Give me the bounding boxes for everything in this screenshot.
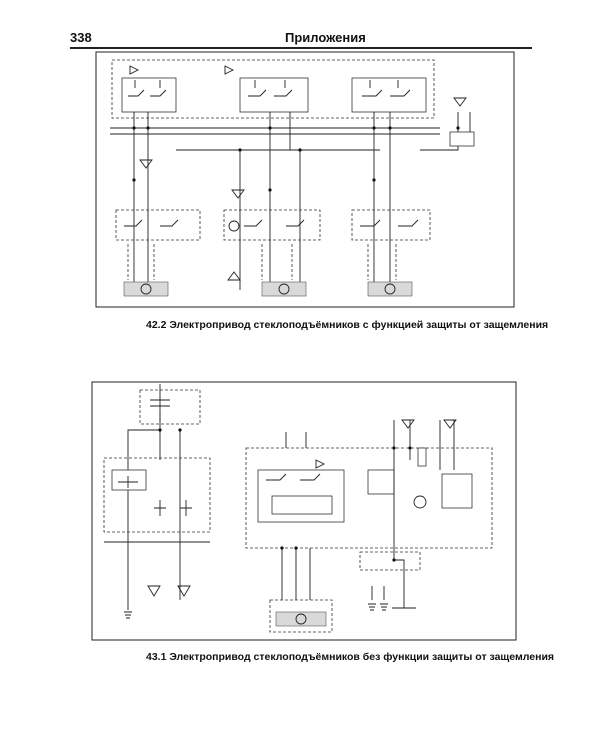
- driver-window-motor: [275, 611, 327, 627]
- auto-mode-block: [271, 495, 333, 515]
- signal-arrow-icons: [129, 65, 467, 107]
- ground-icons-bottom: [147, 585, 191, 597]
- junction-block-window-relay: [103, 457, 211, 533]
- door-switch-front-right: [223, 209, 321, 241]
- door-switch-rear-right: [351, 209, 431, 241]
- window-relay: [111, 469, 147, 491]
- ground-icons-bottom-center: [368, 603, 388, 611]
- main-switch-panel-enclosure: [111, 59, 435, 119]
- switch-rear-right: [351, 77, 427, 113]
- motor-rear-right: [367, 281, 413, 297]
- wire-trunks-bottom-center: [281, 420, 455, 609]
- connector-box-right: [449, 131, 475, 147]
- door-switch-rear-left: [115, 209, 201, 241]
- signal-arrow-icons-2: [139, 159, 245, 281]
- section-title: Приложения: [285, 30, 366, 45]
- diagram-top-caption: 42.2 Электропривод стеклоподъёмников с ф…: [146, 319, 549, 331]
- header-rule: [70, 47, 532, 49]
- motor-icon-driver: [295, 613, 307, 625]
- driver-window-motor-enclosure: [269, 599, 333, 633]
- diagram-bottom: [91, 381, 517, 641]
- junction-dots-top: [132, 126, 460, 192]
- driver-switch-panel-enclosure: [245, 447, 493, 549]
- single-touch-switch: [367, 469, 395, 495]
- lock-switch: [441, 473, 473, 509]
- diagram-bottom-caption: 43.1 Электропривод стеклоподъёмников без…: [146, 651, 555, 663]
- wire-trunks-top: [133, 112, 471, 290]
- signal-arrow-icons-3: [315, 419, 457, 469]
- motor-front-right: [261, 281, 307, 297]
- indicator-lamp-icon: [228, 220, 240, 232]
- junction-dots-bottom: [158, 428, 412, 562]
- indicator-lamp-icon-2: [413, 495, 427, 509]
- switch-front-right: [239, 77, 309, 113]
- page-number: 338: [70, 30, 92, 45]
- motor-rear-left: [123, 281, 169, 297]
- motor-icons-top: [140, 283, 396, 295]
- diagram-top: [95, 51, 515, 308]
- switch-rear-left: [121, 77, 177, 113]
- mounting-block-relay: [139, 389, 201, 425]
- resistor: [417, 447, 427, 467]
- connector-block-bottom: [359, 551, 421, 571]
- shield-lines-top: [127, 244, 397, 280]
